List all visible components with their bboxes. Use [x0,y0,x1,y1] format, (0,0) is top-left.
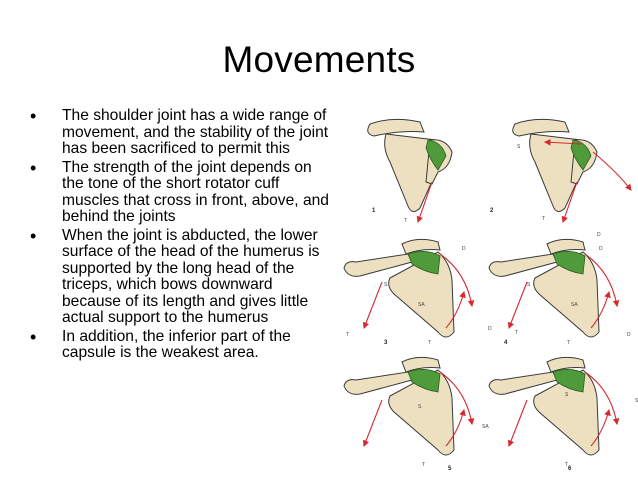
muscle-label: T [565,462,568,468]
force-arrow [590,290,611,329]
muscle-label: D [597,232,601,238]
muscle-label: D [599,246,603,252]
panel-number: 2 [490,208,494,214]
bullet-icon: • [30,326,37,347]
muscle-label: SA [635,398,638,404]
slide-title: Movements [222,39,416,80]
clavicle [512,118,570,137]
bullet-item: • The strength of the joint depends on t… [30,157,330,226]
force-arrow [590,408,611,447]
panel-number: 6 [568,466,572,472]
force-arrow [416,181,433,224]
force-arrow [561,181,578,224]
muscle-label: T [567,340,570,346]
muscle-label: T [542,216,545,222]
panel-number: 1 [372,208,376,214]
muscle-label: T [428,340,431,346]
muscle-label: SA [571,302,578,308]
muscle-label: T [515,330,518,336]
bullet-list: • The shoulder joint has a wide range of… [30,106,330,364]
bullet-text: In addition, the inferior part of the ca… [62,327,291,361]
muscle-label: T [422,462,425,468]
muscle-label: D [488,326,492,332]
force-arrow [584,371,620,426]
muscle-label: D [627,332,631,338]
clavicle [401,238,441,255]
muscle-label: D [462,246,466,252]
bullet-text: The strength of the joint depends on the… [62,158,329,225]
muscle-label: S [517,144,521,150]
rotator-cuff-muscle [425,139,447,171]
rotator-cuff-muscle [407,251,441,275]
rotator-cuff-muscle [552,369,586,393]
shoulder-panel: D S SA T T [488,238,620,346]
bullet-text: The shoulder joint has a wide range of m… [62,107,329,157]
clavicle [367,118,425,137]
panel-number: 5 [448,466,452,472]
muscle-label: SA [418,302,425,308]
panel-number: 4 [504,340,508,346]
force-arrow [439,371,475,426]
muscle-label: S [527,282,531,288]
clavicle [546,356,586,373]
bullet-icon: • [30,225,37,246]
muscle-label: S [565,392,569,398]
force-arrow [543,139,582,146]
force-arrow [362,399,383,448]
bullet-icon: • [30,106,37,126]
bullet-icon: • [30,157,37,178]
bullet-item: • When the joint is abducted, the lower … [30,225,330,327]
rotator-cuff-muscle [570,139,592,171]
shoulder-diagram-svg: T1STD2DSSATT3DSSATT4DSSAT5DSSAT6 [343,118,638,472]
shoulder-panel: T [367,118,453,224]
clavicle [401,356,441,373]
bullet-text: When the joint is abducted, the lower su… [62,226,320,326]
muscle-label: SA [482,424,489,430]
force-arrow [507,281,528,330]
muscle-label: S [384,282,388,288]
muscle-label: S [418,404,422,410]
shoulder-panel: D S SA T [488,332,638,468]
panel-number: 3 [384,340,388,346]
force-arrow [592,151,632,191]
bullet-item: • In addition, the inferior part of the … [30,326,330,362]
bullet-item: • The shoulder joint has a wide range of… [30,106,330,158]
shoulder-panel: S T D [512,118,632,238]
force-arrow [445,290,466,329]
force-arrow [507,399,528,448]
muscle-label: T [404,218,407,224]
rotator-cuff-muscle [552,251,586,275]
shoulder-movement-illustration: T1STD2DSSATT3DSSATT4DSSAT5DSSAT6 [342,112,638,478]
shoulder-panel: D S SA T T [343,238,475,346]
force-arrow [445,408,466,447]
force-arrow [439,253,475,308]
clavicle [546,238,586,255]
muscle-label: T [346,332,349,338]
force-arrow [584,253,620,308]
shoulder-panel: D S SA T [343,326,492,468]
rotator-cuff-muscle [407,369,441,393]
force-arrow [362,281,383,330]
